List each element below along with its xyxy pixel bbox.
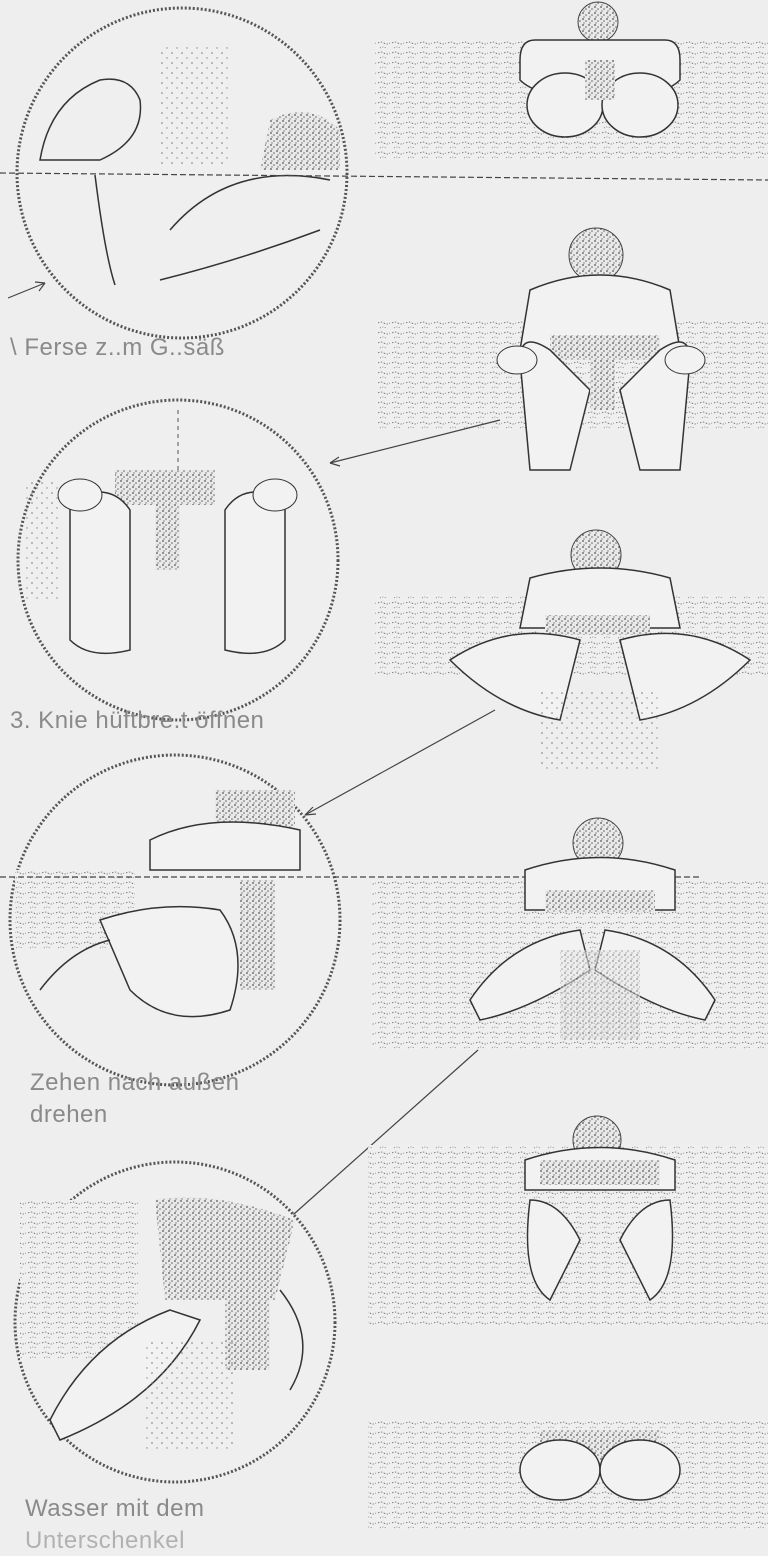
figure-kneel-3 [375,530,768,770]
caption-step-c-line2: drehen [30,1100,108,1130]
detail-circle-b [18,400,338,720]
caption-step-d-line1: Wasser mit dem [25,1494,204,1524]
figure-kneel-5 [368,1116,768,1325]
caption-step-c-line1: Zehen nach außen [30,1068,239,1098]
detail-circle-c [10,755,340,1085]
caption-step-d-line2: Unterschenkel [25,1526,185,1556]
caption-step-a: \ Ferse z..m G..säß [10,333,225,363]
detail-circle-d [15,1162,335,1482]
caption-step-b: 3. Knie hüftbre.t öffnen [10,706,264,736]
arrow-icon [305,710,495,815]
arrow-icon [8,282,45,298]
figure-kneel-1 [375,2,768,160]
figure-kneel-6 [368,1420,768,1530]
detail-circle-a [17,8,347,338]
figure-kneel-2 [378,228,768,470]
figure-kneel-4 [372,818,768,1050]
